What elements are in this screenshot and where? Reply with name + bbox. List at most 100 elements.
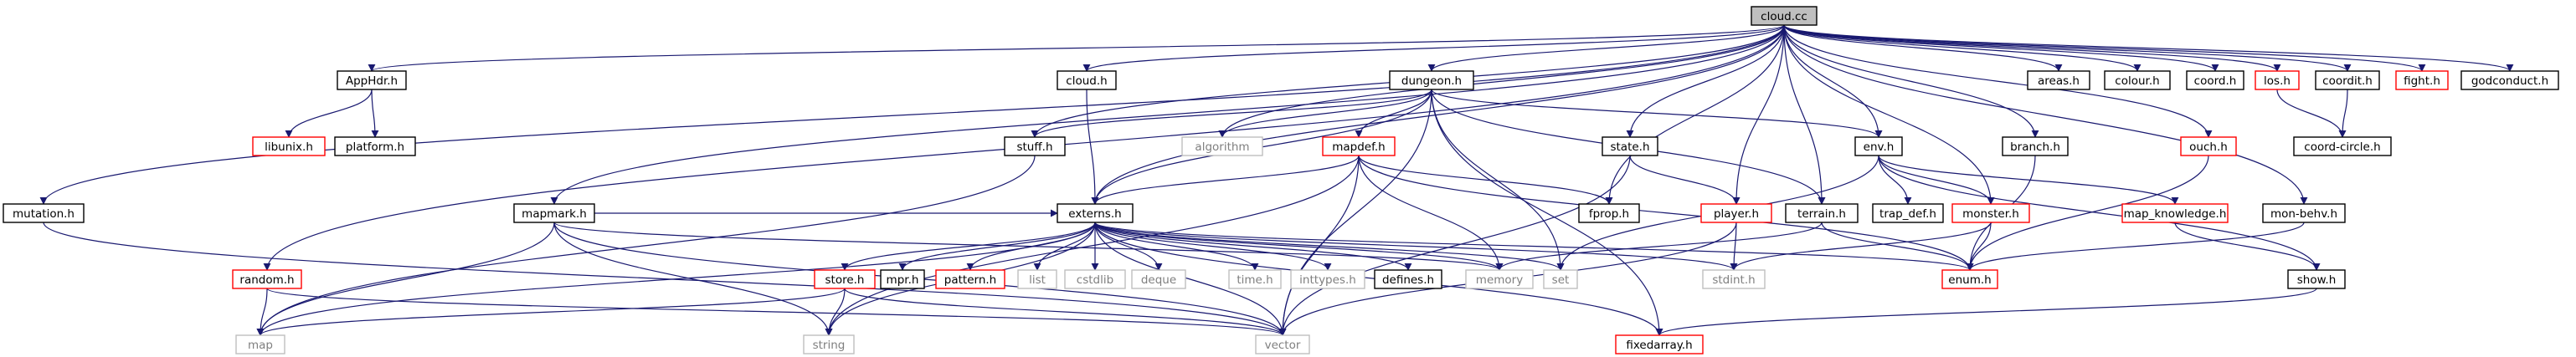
node-ouch-h[interactable]: ouch.h — [2180, 136, 2237, 156]
node-box — [1017, 269, 1057, 289]
node-box — [1064, 269, 1126, 289]
edge-cloud-cc-to-dungeon-h — [1427, 24, 1785, 72]
edge-cloud-cc-to-fprop-h — [1605, 24, 1785, 205]
edge-mon-behv-h-to-enum-h — [1966, 222, 2305, 271]
node-colour-h[interactable]: colour.h — [2104, 70, 2171, 90]
node-coord-h[interactable]: coord.h — [2186, 70, 2244, 90]
node-label: deque — [1141, 273, 1176, 287]
node-set[interactable]: set — [1543, 269, 1578, 289]
node-player-h[interactable]: player.h — [1700, 203, 1772, 223]
node-box — [880, 269, 925, 289]
edge-cloud-cc-to-algorithm — [1218, 24, 1785, 138]
node-areas-h[interactable]: areas.h — [2027, 70, 2090, 90]
node-box — [1702, 269, 1766, 289]
node-box — [2293, 136, 2392, 156]
node-label: random.h — [239, 273, 294, 287]
node-label: enum.h — [1948, 273, 1991, 287]
node-stdint-h[interactable]: stdint.h — [1702, 269, 1766, 289]
node-vector[interactable]: vector — [1255, 334, 1310, 354]
edge-state-h-to-player-h — [1629, 155, 1740, 205]
node-godconduct-h[interactable]: godconduct.h — [2460, 70, 2559, 90]
edge-cloud-cc-to-areas-h — [1783, 24, 2063, 72]
node-stuff-h[interactable]: stuff.h — [1004, 136, 1066, 156]
node-cloud-h[interactable]: cloud.h — [1057, 70, 1117, 90]
edge-externs-h-to-time-h — [1094, 222, 1259, 271]
node-label: set — [1552, 273, 1570, 287]
node-terrain-h[interactable]: terrain.h — [1785, 203, 1859, 223]
node-dungeon-h[interactable]: dungeon.h — [1389, 70, 1474, 90]
node-box — [814, 269, 876, 289]
edge-cloud-cc-to-ouch-h — [1783, 24, 2213, 138]
node-box — [2180, 136, 2237, 156]
node-fixedarray-h[interactable]: fixedarray.h — [1615, 334, 1704, 354]
node-map-knowledge-h[interactable]: map_knowledge.h — [2121, 203, 2229, 223]
node-deque[interactable]: deque — [1131, 269, 1186, 289]
node-inttypes-h[interactable]: inttypes.h — [1290, 269, 1365, 289]
node-enum-h[interactable]: enum.h — [1941, 269, 1998, 289]
node-trap-def-h[interactable]: trap_def.h — [1872, 203, 1944, 223]
node-mapmark-h[interactable]: mapmark.h — [513, 203, 595, 223]
node-label: platform.h — [346, 140, 404, 154]
node-label: show.h — [2297, 273, 2337, 287]
node-time-h[interactable]: time.h — [1228, 269, 1282, 289]
edge-mapmark-h-to-memory — [553, 222, 1504, 271]
edge-show-h-to-fixedarray-h — [1655, 288, 2317, 336]
node-show-h[interactable]: show.h — [2287, 269, 2346, 289]
node-state-h[interactable]: state.h — [1602, 136, 1658, 156]
node-box — [2262, 203, 2346, 223]
edge-mapdef-h-to-externs-h — [1091, 155, 1360, 205]
node-libunix-h[interactable]: libunix.h — [252, 136, 326, 156]
edge-cloud-cc-to-mapmark-h — [550, 24, 1785, 205]
node-label: terrain.h — [1797, 207, 1846, 221]
edge-mutation-h-to-vector — [43, 222, 1287, 336]
edge-dungeon-h-to-mapdef-h — [1355, 89, 1432, 138]
node-box — [2395, 70, 2449, 90]
node-store-h[interactable]: store.h — [814, 269, 876, 289]
node-env-h[interactable]: env.h — [1854, 136, 1903, 156]
node-branch-h[interactable]: branch.h — [2002, 136, 2069, 156]
node-label: stdint.h — [1712, 273, 1755, 287]
node-label: trap_def.h — [1879, 207, 1936, 221]
node-label: monster.h — [1962, 207, 2019, 221]
node-mpr-h[interactable]: mpr.h — [880, 269, 925, 289]
node-box — [2255, 70, 2300, 90]
node-box — [1700, 203, 1772, 223]
edge-coordit-h-to-coord-circle-h — [2338, 89, 2348, 138]
node-box — [1602, 136, 1658, 156]
node-map[interactable]: map — [235, 334, 285, 354]
node-fprop-h[interactable]: fprop.h — [1578, 203, 1640, 223]
node-box — [337, 70, 407, 90]
node-list[interactable]: list — [1017, 269, 1057, 289]
node-label: mutation.h — [13, 207, 75, 221]
node-pattern-h[interactable]: pattern.h — [935, 269, 1005, 289]
node-label: vector — [1265, 339, 1301, 352]
node-box — [1374, 269, 1442, 289]
node-mapdef-h[interactable]: mapdef.h — [1322, 136, 1396, 156]
edge-apphdr-h-to-platform-h — [371, 89, 379, 138]
node-apphdr-h[interactable]: AppHdr.h — [337, 70, 407, 90]
node-coordit-h[interactable]: coordit.h — [2315, 70, 2380, 90]
node-label: areas.h — [2038, 74, 2080, 88]
node-externs-h[interactable]: externs.h — [1057, 203, 1134, 223]
edge-random-h-to-vector — [266, 288, 1287, 336]
node-coord-circle-h[interactable]: coord-circle.h — [2293, 136, 2392, 156]
edge-externs-h-to-set — [1094, 222, 1565, 271]
node-algorithm[interactable]: algorithm — [1181, 136, 1263, 156]
node-random-h[interactable]: random.h — [232, 269, 302, 289]
node-los-h[interactable]: los.h — [2255, 70, 2300, 90]
node-string[interactable]: string — [803, 334, 855, 354]
node-mon-behv-h[interactable]: mon-behv.h — [2262, 203, 2346, 223]
node-label: store.h — [825, 273, 865, 287]
node-platform-h[interactable]: platform.h — [334, 136, 416, 156]
node-memory[interactable]: memory — [1465, 269, 1534, 289]
node-cstdlib[interactable]: cstdlib — [1064, 269, 1126, 289]
node-fight-h[interactable]: fight.h — [2395, 70, 2449, 90]
node-monster-h[interactable]: monster.h — [1951, 203, 2030, 223]
edge-dungeon-h-to-vector — [1278, 89, 1432, 336]
node-defines-h[interactable]: defines.h — [1374, 269, 1442, 289]
node-cloud-cc[interactable]: cloud.cc — [1751, 6, 1818, 26]
edge-externs-h-to-stdint-h — [1094, 222, 1738, 271]
node-mutation-h[interactable]: mutation.h — [3, 203, 85, 223]
node-box — [2287, 269, 2346, 289]
node-box — [2002, 136, 2069, 156]
